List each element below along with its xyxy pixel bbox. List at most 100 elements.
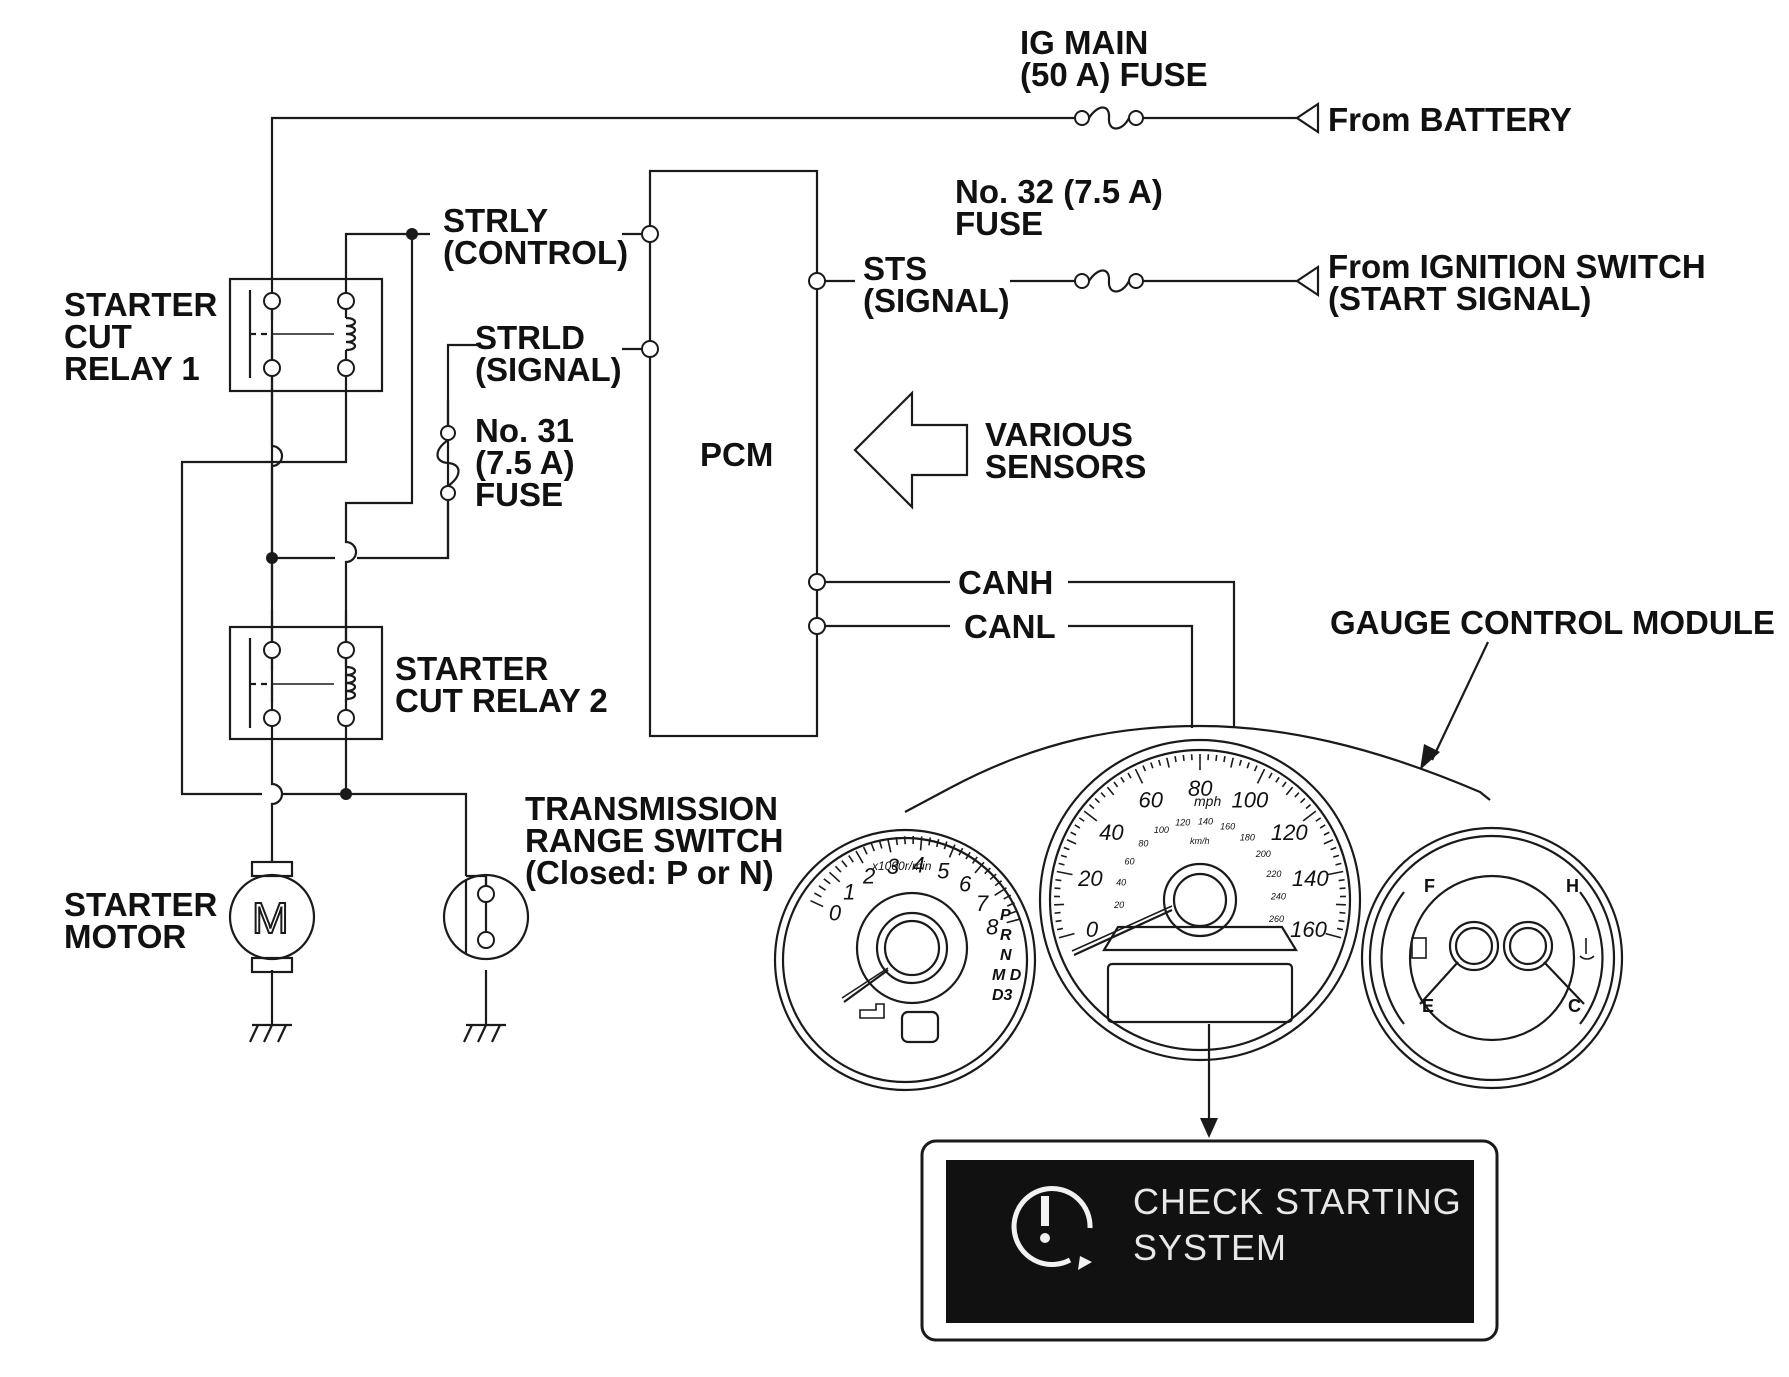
tach-tick [984, 867, 991, 875]
speed-tick [1166, 757, 1170, 768]
starter-cut-relay-1 [228, 277, 384, 393]
tach-tick [841, 860, 848, 868]
tach-number: 7 [976, 891, 989, 916]
motor-symbol: M [252, 894, 289, 943]
speed-tick [1142, 765, 1147, 772]
speed-tick [1056, 927, 1064, 931]
tach-tick [928, 837, 932, 846]
strly-label-line2: (CONTROL) [443, 234, 628, 271]
check-starting-warning-icon [1011, 1186, 1093, 1270]
speed-mph-number: 60 [1138, 788, 1163, 813]
tach-tick [958, 847, 964, 856]
speed-kmh-number: 20 [1113, 900, 1124, 910]
speed-kmh-number: 160 [1220, 821, 1235, 831]
tach-tick [886, 838, 892, 853]
speed-tick [1100, 792, 1106, 798]
tach-tick [818, 885, 826, 891]
tach-tick [971, 856, 978, 864]
tach-number: 8 [986, 914, 999, 939]
ground-symbol-switch [463, 1023, 506, 1043]
from-ignition-label-line2: (START SIGNAL) [1328, 280, 1591, 317]
labels: IG MAIN (50 A) FUSE From BATTERY No. 32 … [64, 24, 1775, 955]
speed-mph-number: 0 [1086, 917, 1099, 942]
tach-tick [974, 861, 985, 874]
speed-tick [1253, 765, 1258, 772]
fuse-31-label-line1: No. 31 [475, 412, 574, 449]
tachometer-ticks [810, 835, 1021, 924]
speed-kmh-number: 140 [1198, 816, 1213, 826]
speed-tick [1157, 759, 1162, 766]
speed-tick [1327, 870, 1344, 876]
speed-tick [1182, 754, 1185, 762]
speed-mph-number: 40 [1099, 820, 1124, 845]
speed-tick [1134, 768, 1144, 784]
speed-tick [1088, 804, 1095, 810]
speed-tick [1150, 762, 1154, 769]
tach-tick [870, 843, 876, 852]
speed-tick [1339, 911, 1346, 914]
gear-position: P [1000, 907, 1011, 924]
tach-tick [1003, 894, 1012, 900]
sts-label-line1: STS [863, 250, 927, 287]
tach-tick [994, 880, 1003, 887]
junction-dots [266, 228, 418, 800]
various-sensors-label-line1: VARIOUS [985, 416, 1133, 453]
tach-number: 2 [862, 863, 875, 888]
tach-tick [848, 855, 854, 863]
ig-main-fuse-label-line2: (50 A) FUSE [1020, 56, 1208, 93]
speed-tick [1333, 854, 1340, 858]
message-display: CHECK STARTING SYSTEM [920, 1139, 1499, 1342]
tach-tick [1009, 910, 1018, 915]
speed-kmh-number: 120 [1175, 818, 1190, 828]
speed-kmh-number: 60 [1124, 856, 1134, 866]
ground-symbol-motor [249, 1023, 292, 1043]
battery-source-arrow [1295, 101, 1320, 135]
speed-tick [1058, 862, 1065, 866]
speed-tick [1338, 878, 1345, 882]
speed-mph-number: 160 [1290, 917, 1327, 942]
tach-number: 3 [887, 854, 900, 879]
speed-mph-number: 140 [1292, 866, 1329, 891]
tach-tick [862, 846, 868, 855]
speed-tick [1078, 817, 1085, 822]
speed-tick [1120, 776, 1125, 783]
various-sensors-arrow [853, 390, 969, 510]
transmission-switch-label-line1: TRANSMISSION [525, 790, 778, 827]
speed-mph-number: 100 [1232, 788, 1269, 813]
transmission-switch-label-line2: RANGE SWITCH [525, 822, 784, 859]
speed-tick [1325, 932, 1342, 939]
speed-mph-number: 20 [1077, 866, 1103, 891]
fuse-31-symbol [436, 425, 460, 501]
starter-motor: M [228, 860, 316, 974]
speed-tick [1083, 810, 1098, 822]
speed-tick [1315, 817, 1322, 822]
speed-tick [1055, 878, 1062, 882]
tach-number: 1 [843, 879, 855, 904]
strly-label-line1: STRLY [443, 202, 548, 239]
fuel-full-label: F [1424, 876, 1435, 896]
tach-tick [948, 844, 956, 858]
tach-tick [919, 836, 923, 851]
speed-tick [1300, 797, 1306, 804]
message-line-1: CHECK STARTING [1133, 1181, 1462, 1222]
gauge-module-leader [1420, 641, 1489, 770]
tach-tick [903, 836, 906, 845]
speed-tick [1056, 870, 1073, 876]
speed-mph-number: 80 [1188, 776, 1213, 801]
ig-main-fuse-symbol [1074, 106, 1144, 130]
tach-tick [1006, 902, 1015, 907]
tach-tick [828, 871, 841, 883]
speed-tick [1174, 756, 1177, 763]
speed-tick [1323, 839, 1334, 845]
speed-tick [1127, 772, 1132, 779]
speed-tick [1113, 781, 1119, 788]
fuel-empty-label: E [1422, 996, 1434, 1016]
tach-tick [895, 837, 899, 846]
speed-tick [1330, 846, 1337, 851]
speedometer-kmh-unit: km/h [1190, 836, 1210, 846]
speed-kmh-number: 200 [1255, 849, 1271, 859]
speed-tick [1094, 797, 1100, 804]
starter-motor-label-line1: STARTER [64, 886, 218, 923]
tach-tick [878, 840, 883, 849]
